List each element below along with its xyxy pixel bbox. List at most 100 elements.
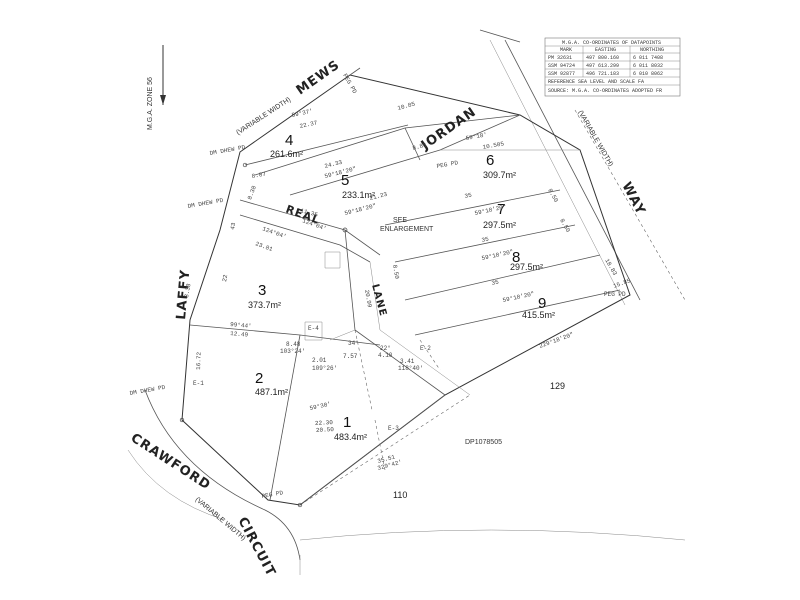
lot-area: 233.1m²	[342, 190, 375, 200]
lot-area: 483.4m²	[334, 432, 367, 442]
lot-number: 6	[486, 152, 494, 169]
neighbour-lot-110: 110	[393, 490, 407, 500]
lot-area: 373.7m²	[248, 300, 281, 310]
peg-mark: PEG PD	[436, 159, 459, 170]
lot-number: 9	[538, 295, 546, 312]
dimension-label: 20.99	[363, 289, 373, 308]
dimension-label: 8.50	[558, 218, 571, 234]
dimension-label: 35	[481, 236, 490, 244]
peg-mark: PEG PD	[261, 489, 284, 500]
table-cell: 497 800.160	[586, 55, 619, 61]
dimension-label: 34°	[348, 340, 359, 347]
street-laffy: LAFFY	[174, 269, 193, 321]
lot-area: 297.5m²	[483, 220, 516, 230]
jordan-width-note: (VARIABLE WIDTH)	[576, 110, 614, 168]
table-header-northing: NORTHING	[640, 47, 664, 53]
dimension-label: 10.85	[397, 100, 417, 112]
dimension-label: 8.07	[251, 171, 267, 180]
dimension-label: 229°18'20"	[538, 331, 574, 350]
table-header-mark: MARK	[560, 47, 572, 53]
street-circuit: CIRCUIT	[234, 515, 278, 580]
dimension-label: 59°18'20"	[502, 290, 535, 304]
lot-area: 415.5m²	[522, 310, 555, 320]
dimension-label: 10.505	[482, 140, 505, 151]
dimension-label: 8.86	[412, 141, 428, 152]
dimension-label: 103°24'	[280, 348, 305, 355]
coordinates-table: M.G.A. CO-ORDINATES OF DATAPOINTS MARK E…	[544, 37, 681, 97]
dimension-label: 15.85	[612, 277, 632, 290]
crawford-circuit-road	[127, 389, 686, 575]
dimension-label: 59°37'	[291, 108, 314, 119]
dimension-label: 3.41	[400, 358, 415, 365]
dimension-label: 59°18'20"	[481, 248, 514, 262]
dimension-label: 109°26'	[312, 365, 337, 372]
dimension-label: 99°44'	[230, 321, 252, 330]
deposited-plan: DP1078505	[465, 439, 502, 446]
dimension-label: 35	[491, 279, 500, 287]
lot-number: 3	[258, 282, 266, 299]
dimension-label: 35	[464, 192, 473, 200]
street-crawford: CRAWFORD	[128, 431, 213, 494]
dimension-label: 24.33	[324, 159, 344, 170]
dimension-label: 8.50	[391, 264, 400, 280]
lot-area: 309.7m²	[483, 170, 516, 180]
table-footer: REFERENCE SEA LEVEL AND SCALE FA	[548, 79, 644, 85]
dimension-label: 118°40'	[398, 365, 423, 372]
north-arrow: M.G.A. ZONE 56	[147, 45, 166, 130]
dimension-label: 8.38	[183, 283, 192, 299]
neighbour-labels: 129 110 DP1078505	[393, 381, 565, 500]
lot-number: 1	[343, 414, 351, 431]
dimension-label: 11.35	[299, 207, 319, 219]
lot-number: 2	[255, 370, 263, 387]
lot-lines	[189, 114, 621, 506]
mews-width-note: (VARIABLE WIDTH)	[235, 96, 292, 136]
street-mews: MEWS	[294, 58, 343, 99]
table-cell: 6 011 7408	[633, 55, 663, 61]
lot-area: 487.1m²	[255, 387, 288, 397]
table-cell: SSM 92877	[548, 71, 575, 77]
easement-marks	[354, 329, 441, 471]
lot-area: 297.5m²	[510, 262, 543, 272]
dm-mark: DM DHEW PD	[129, 384, 166, 397]
dimension-label: 12.49	[230, 330, 249, 339]
table-footer: SOURCE: M.G.A. CO-ORDINATES ADOPTED FR	[548, 88, 662, 94]
easement-label: E-3	[388, 425, 399, 432]
peg-mark: PEG PD	[604, 291, 626, 298]
dimension-label: 22.30	[315, 419, 334, 427]
table-cell: SSM 94724	[548, 63, 575, 69]
street-labels: MEWS (VARIABLE WIDTH) JORDAN (VARIABLE W…	[128, 58, 648, 580]
easement-label: E-4	[308, 325, 319, 332]
jordan-way-road	[479, 29, 686, 306]
street-way: WAY	[618, 180, 648, 218]
dimension-label: 35.51	[377, 453, 397, 465]
table-cell: PM 32631	[548, 55, 572, 61]
lot-number: 7	[497, 201, 505, 218]
table-cell: 497 613.299	[586, 63, 619, 69]
lot-labels: 4 261.6m² 5 233.1m² 6 309.7m² 7 297.5m² …	[248, 132, 555, 442]
dimension-label: 8.50	[546, 188, 559, 204]
lot-number: 4	[285, 132, 293, 149]
lot-number: 8	[512, 249, 520, 266]
dimension-label: 16.72	[195, 351, 203, 370]
table-title: M.G.A. CO-ORDINATES OF DATAPOINTS	[562, 40, 661, 46]
dimension-label: 59°18'20"	[344, 202, 377, 217]
dimension-label: 59°30'	[309, 401, 332, 412]
dimension-label: 59°18'	[465, 131, 487, 142]
lot-number: 5	[341, 172, 349, 189]
dimension-label: 7.57	[343, 353, 358, 360]
easement-label: E-2	[420, 345, 431, 352]
dimension-label: 43	[229, 222, 237, 231]
enlargement-label: ENLARGEMENT	[380, 226, 434, 233]
dm-mark: DM DHEW PD	[187, 197, 224, 210]
dm-mark: DM DHEW PD	[209, 144, 246, 157]
see-label: SEE	[393, 217, 407, 224]
dimension-label: 8.38	[246, 184, 258, 200]
dimension-labels: 22.37 59°37' 24.33 59°18'20" 21.23 59°18…	[183, 100, 632, 472]
dimension-label: 4.10	[378, 352, 393, 359]
dimension-label: 22°	[380, 345, 391, 352]
enlargement-note: SEE ENLARGEMENT	[380, 217, 434, 233]
table-cell: 6 011 8032	[633, 63, 663, 69]
dimension-label: 2.01	[312, 357, 327, 364]
table-cell: 496 721.183	[586, 71, 619, 77]
